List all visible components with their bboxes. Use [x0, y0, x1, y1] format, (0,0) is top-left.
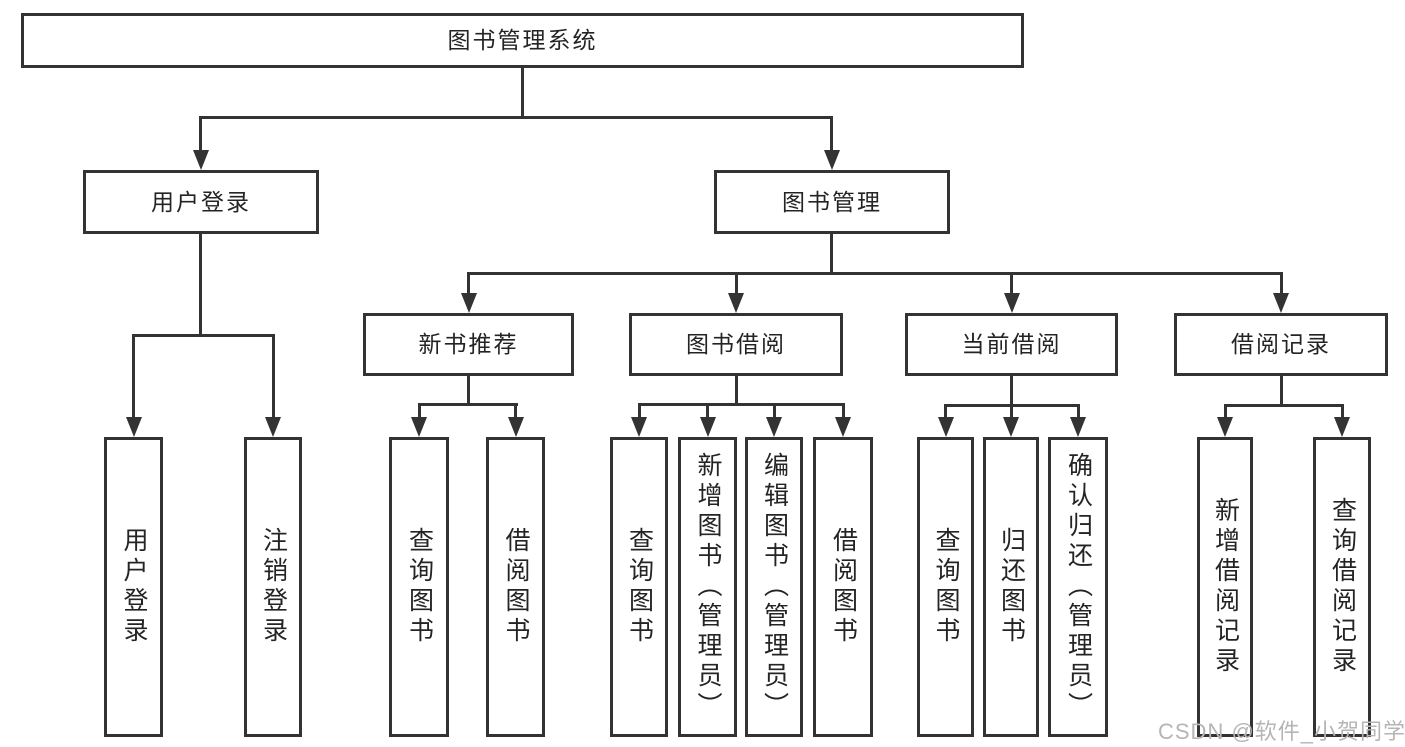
node-user-login: 用户登录 [83, 170, 319, 234]
arrow-down-icon [126, 417, 142, 437]
leaf-query-books-current-label: 查询图书 [932, 527, 960, 647]
connector-line [467, 272, 1283, 275]
arrow-down-icon [265, 417, 281, 437]
connector-line [1010, 404, 1013, 419]
leaf-user-login-label: 用户登录 [120, 527, 148, 647]
connector-line [773, 403, 776, 419]
leaf-add-book-admin: 新增图书（管理员） [678, 437, 737, 737]
connector-line [199, 116, 833, 119]
connector-line [944, 404, 947, 419]
leaf-return-book-label: 归还图书 [997, 527, 1026, 647]
arrow-down-icon [824, 150, 840, 170]
node-current-borrow-label: 当前借阅 [961, 331, 1062, 357]
leaf-confirm-return-admin-label: 确认归还（管理员） [1064, 452, 1093, 722]
leaf-query-books-borrow: 查询图书 [610, 437, 668, 737]
leaf-query-books-borrow-label: 查询图书 [625, 527, 654, 647]
arrow-down-icon [1004, 293, 1020, 313]
node-root-label: 图书管理系统 [447, 27, 598, 53]
connector-line [1077, 404, 1080, 419]
arrow-down-icon [1273, 293, 1289, 313]
node-new-book-recommend: 新书推荐 [363, 313, 574, 376]
connector-line [842, 403, 845, 419]
leaf-query-books-current: 查询图书 [917, 437, 974, 737]
arrow-down-icon [193, 150, 209, 170]
arrow-down-icon [508, 417, 524, 437]
node-user-login-label: 用户登录 [151, 188, 251, 215]
connector-line [1224, 404, 1227, 419]
connector-line [418, 403, 421, 419]
leaf-user-login: 用户登录 [104, 437, 163, 737]
leaf-query-books-recommend-label: 查询图书 [405, 527, 434, 647]
connector-line [638, 403, 641, 419]
connector-line [132, 334, 135, 419]
connector-line [467, 272, 470, 295]
connector-line [199, 232, 202, 336]
leaf-borrow-books-recommend-label: 借阅图书 [502, 527, 530, 647]
arrow-down-icon [766, 417, 782, 437]
leaf-logout: 注销登录 [244, 437, 302, 737]
arrow-down-icon [728, 293, 744, 313]
arrow-down-icon [411, 417, 427, 437]
node-root: 图书管理系统 [21, 13, 1024, 68]
connector-line [1010, 272, 1013, 295]
connector-line [418, 403, 518, 406]
connector-line [735, 272, 738, 295]
connector-line [1280, 272, 1283, 295]
node-borrow-records: 借阅记录 [1174, 313, 1388, 376]
watermark: CSDN @软件_小贺同学 [1158, 719, 1405, 744]
connector-line [706, 403, 709, 419]
arrow-down-icon [631, 417, 647, 437]
leaf-add-borrow-record-label: 新增借阅记录 [1211, 497, 1240, 677]
connector-line [1010, 374, 1013, 407]
node-book-borrow-label: 图书借阅 [686, 331, 786, 357]
arrow-down-icon [461, 293, 477, 313]
leaf-borrow-books: 借阅图书 [813, 437, 873, 737]
connector-line [735, 374, 738, 406]
node-book-borrow: 图书借阅 [629, 313, 843, 376]
node-current-borrow: 当前借阅 [905, 313, 1118, 376]
leaf-add-book-admin-label: 新增图书（管理员） [694, 452, 722, 722]
connector-line [467, 374, 470, 406]
arrow-down-icon [1217, 417, 1233, 437]
connector-line [638, 403, 845, 406]
leaf-query-borrow-record-label: 查询借阅记录 [1328, 497, 1357, 677]
node-book-management-label: 图书管理 [782, 188, 882, 215]
arrow-down-icon [938, 417, 954, 437]
connector-line [830, 116, 833, 152]
arrow-down-icon [700, 417, 716, 437]
connector-line [1341, 404, 1344, 419]
arrow-down-icon [1334, 417, 1350, 437]
leaf-return-book: 归还图书 [983, 437, 1039, 737]
node-new-book-recommend-label: 新书推荐 [418, 331, 519, 357]
leaf-query-books-recommend: 查询图书 [389, 437, 449, 737]
connector-line [199, 116, 202, 152]
leaf-logout-label: 注销登录 [259, 527, 288, 647]
leaf-edit-book-admin-label: 编辑图书（管理员） [760, 452, 789, 722]
arrow-down-icon [1003, 417, 1019, 437]
arrow-down-icon [1070, 417, 1086, 437]
arrow-down-icon [835, 417, 851, 437]
leaf-add-borrow-record: 新增借阅记录 [1197, 437, 1253, 737]
leaf-edit-book-admin: 编辑图书（管理员） [745, 437, 803, 737]
leaf-borrow-books-recommend: 借阅图书 [486, 437, 545, 737]
connector-line [514, 403, 517, 419]
connector-line [521, 66, 524, 118]
node-borrow-records-label: 借阅记录 [1231, 331, 1331, 357]
connector-line [132, 334, 275, 337]
connector-line [1280, 374, 1283, 407]
connector-line [272, 334, 275, 419]
leaf-borrow-books-label: 借阅图书 [829, 527, 858, 647]
connector-line [830, 232, 833, 274]
leaf-confirm-return-admin: 确认归还（管理员） [1048, 437, 1108, 737]
node-book-management: 图书管理 [714, 170, 950, 234]
leaf-query-borrow-record: 查询借阅记录 [1313, 437, 1371, 737]
connector-line [1224, 404, 1344, 407]
